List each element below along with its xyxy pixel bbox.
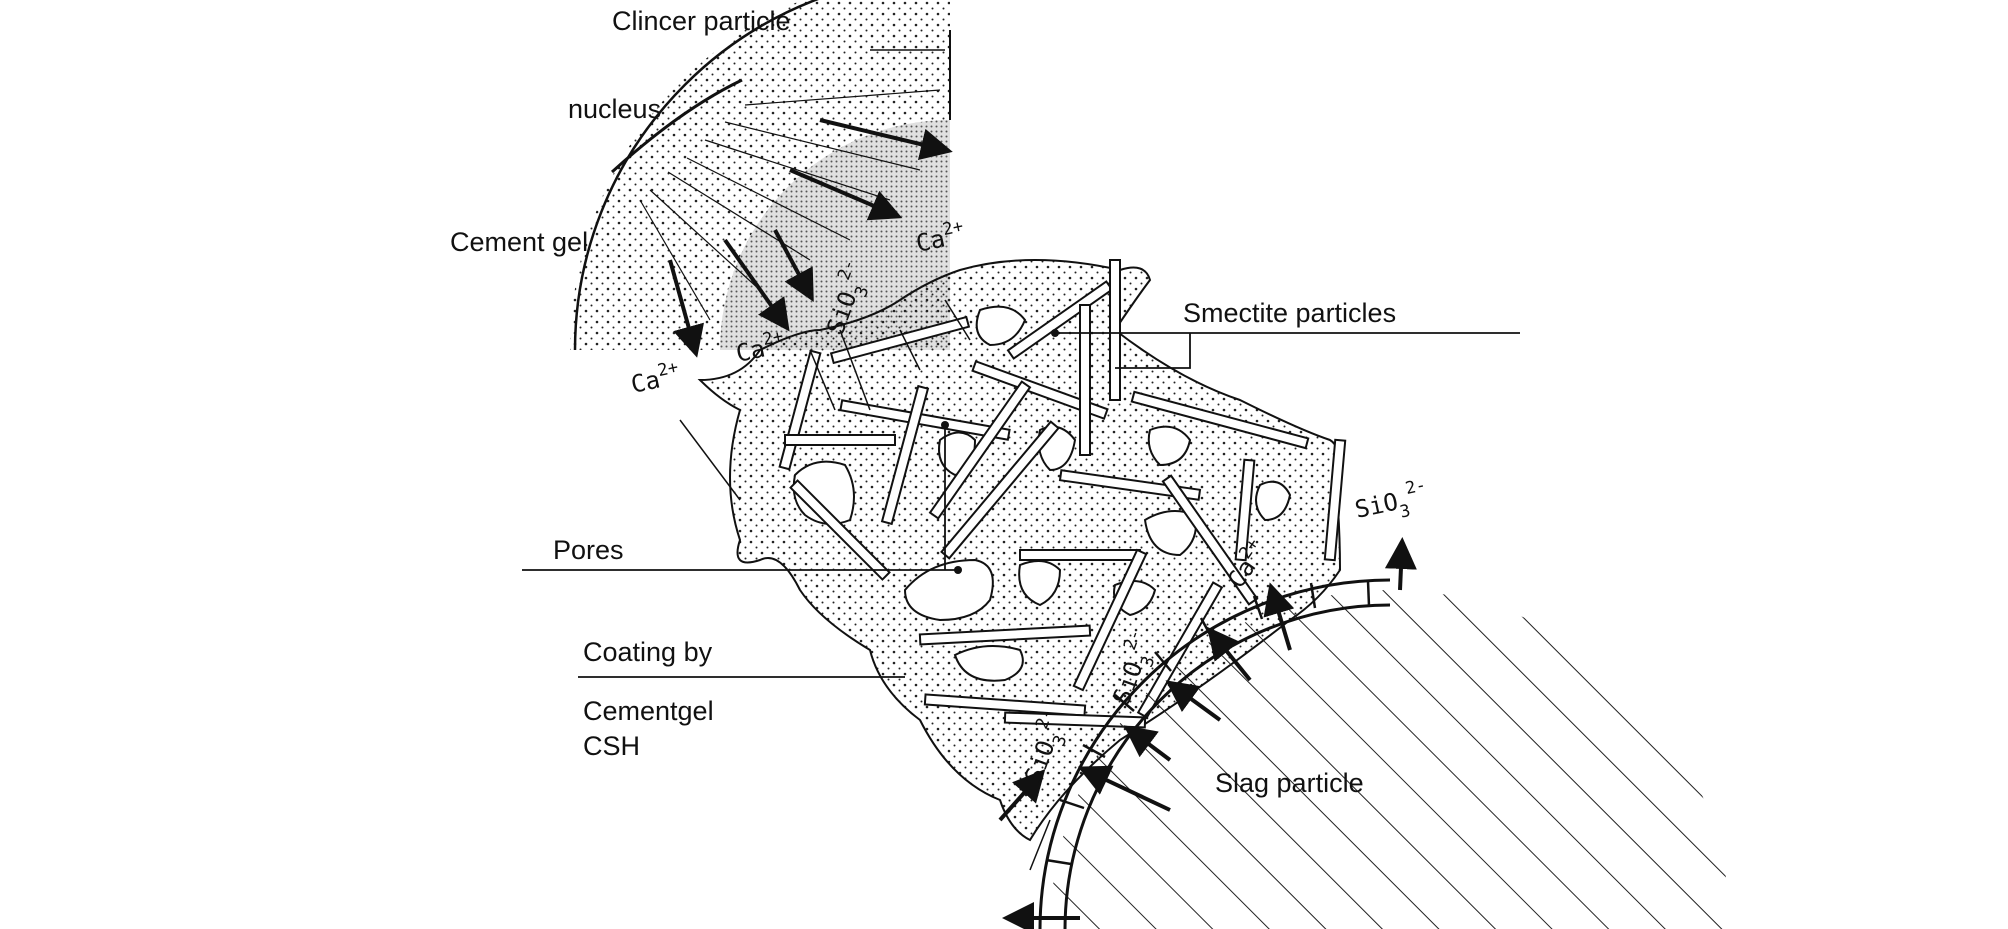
arrow-icon [773, 229, 814, 303]
label-pores: Pores [553, 535, 624, 565]
arrow-icon [1206, 626, 1252, 682]
arrow-icon [723, 238, 790, 332]
smectite-platelet [789, 479, 891, 581]
smectite-platelet [829, 315, 971, 365]
smectite-platelet [1130, 390, 1310, 450]
smectite-platelet [928, 380, 1032, 520]
label-slag-particle: Slag particle [1215, 768, 1364, 798]
label-csh: CSH [583, 731, 640, 761]
smectite-platelet [1323, 438, 1347, 562]
label-clincer-particle: Clincer particle [612, 6, 791, 36]
ion-calcium: Ca2+ [628, 357, 683, 399]
smectite-platelet [1161, 474, 1259, 606]
smectite-platelet [784, 434, 896, 446]
smectite-platelet [880, 384, 930, 526]
arrow-icon [1165, 680, 1222, 722]
label-cementgel: Cementgel [583, 696, 714, 726]
pore [1255, 480, 1292, 522]
smectite-platelet [923, 693, 1087, 717]
label-smectite-particles: Smectite particles [1183, 298, 1396, 328]
ion-calcium: Ca2+ [733, 326, 788, 368]
clinker-radial-lines [639, 89, 941, 321]
arrow-icon [1123, 725, 1172, 762]
leader-dots [941, 329, 1059, 574]
pore [975, 305, 1027, 347]
pore [792, 460, 855, 525]
arrow-icon [819, 118, 953, 160]
gel-strands [679, 299, 1051, 871]
smectite-platelet [1234, 458, 1256, 562]
label-cement-gel: Cement gel [450, 227, 588, 257]
arrow-icon [1077, 765, 1171, 812]
slag-inner-rim [1063, 603, 1391, 929]
smectite-bracket [1115, 333, 1191, 369]
smectite-platelet [1072, 548, 1148, 692]
label-coating-by: Coating by [583, 637, 713, 667]
arrow-icon [998, 769, 1046, 822]
clinker-outer-boundary [573, 0, 820, 351]
pore [1143, 510, 1197, 557]
pore [953, 645, 1024, 682]
smectite-platelet [1058, 469, 1202, 501]
arrow-icon [1384, 537, 1417, 591]
slag-outer-rim [1038, 578, 1391, 929]
ion-calcium: Ca2+ [913, 216, 968, 258]
text-labels: Clincer particle nucleus Cement gel Smec… [450, 6, 1396, 798]
leader-lines [522, 332, 1520, 678]
smectite-platelet [1109, 259, 1121, 401]
smectite-platelet [1079, 304, 1091, 456]
ion-silicate: SiO32- [1351, 475, 1432, 531]
pore [1018, 560, 1062, 607]
smectite-platelet [1019, 549, 1141, 561]
pore [1147, 425, 1192, 467]
smectite-platelets [778, 259, 1347, 729]
diffusion-arrows [668, 118, 1417, 929]
clinker-particle [570, 0, 951, 351]
pores-group [792, 305, 1292, 682]
arrow-icon [789, 168, 903, 221]
clinker-nucleus [720, 120, 950, 350]
nucleus-boundary [610, 78, 743, 174]
smectite-platelet [918, 624, 1092, 646]
arrow-icon [668, 259, 704, 358]
label-nucleus: nucleus [568, 94, 661, 124]
smectite-platelet [971, 360, 1109, 420]
smectite-platelet [839, 399, 1011, 441]
arrow-icon [1263, 582, 1295, 651]
pore [903, 558, 994, 622]
